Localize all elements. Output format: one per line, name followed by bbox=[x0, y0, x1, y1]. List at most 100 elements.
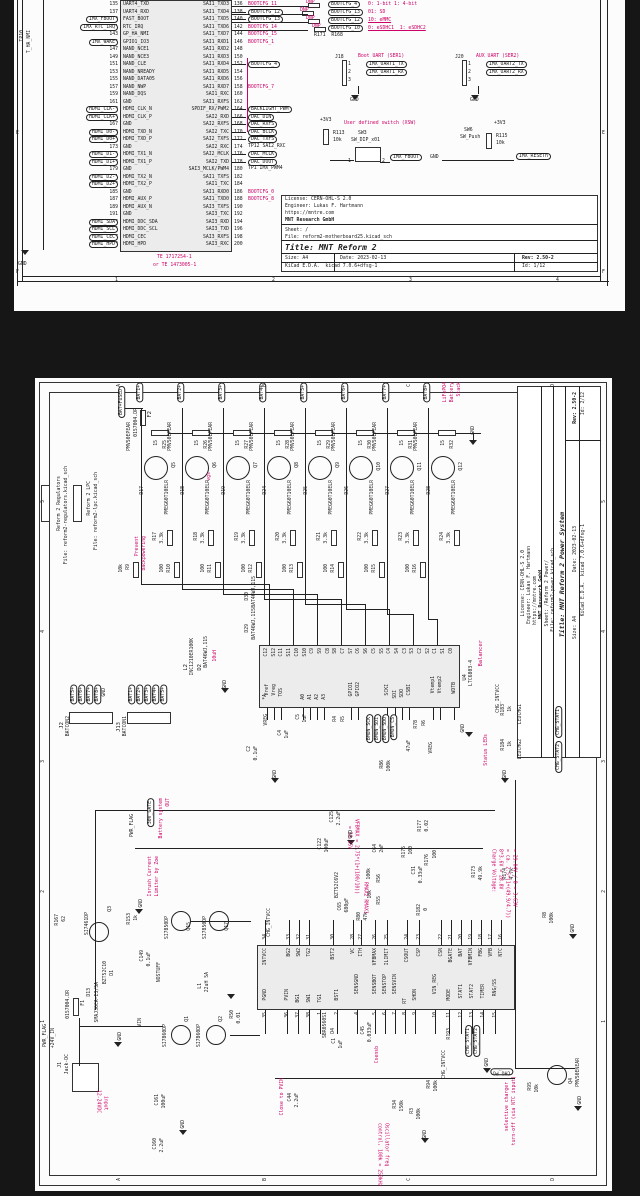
pin-stub bbox=[320, 1010, 321, 1034]
cell-bus-wire bbox=[437, 619, 438, 645]
resistor-value: 10k bbox=[119, 564, 124, 573]
cell-bus-wire bbox=[346, 609, 389, 610]
resistor-outline bbox=[413, 530, 419, 546]
net-label: DAC_TXFS bbox=[248, 136, 278, 144]
schematic-text: MNT Research GmbH bbox=[285, 218, 335, 223]
schematic-text: C65 bbox=[338, 902, 343, 911]
schematic-text: 1 bbox=[41, 1020, 46, 1023]
schematic-text: F1 bbox=[81, 1000, 86, 1006]
resistor-value: 15 bbox=[441, 440, 446, 446]
pin-stub bbox=[281, 708, 282, 720]
component-outline bbox=[323, 129, 329, 145]
wire bbox=[473, 433, 474, 441]
schematic-text: 4 bbox=[41, 630, 46, 633]
pin-name-right: SAI1_RXFS bbox=[203, 99, 229, 105]
ic-pin-name: C12 bbox=[264, 648, 269, 657]
resistor-outline bbox=[233, 430, 251, 436]
schematic-text: BATCON1 bbox=[123, 716, 128, 737]
cell-bus-wire bbox=[141, 584, 269, 585]
mosfet-ref: Q11 bbox=[418, 462, 423, 471]
pin-name-right: SAI2_MCLK bbox=[203, 152, 229, 157]
resistor-ref: R18 bbox=[194, 532, 199, 541]
bootcfg-label: BOOTCFG_11 bbox=[248, 2, 277, 7]
schematic-text: GND bbox=[102, 688, 107, 697]
gnd-symbol bbox=[569, 934, 577, 939]
pin-name-right: SAI1_TXD5 bbox=[203, 17, 229, 22]
pin-number: 150 bbox=[234, 54, 243, 60]
schematic-text: 4 bbox=[556, 278, 559, 283]
ic-pin-name: Vtemp1 bbox=[431, 676, 436, 694]
component-outline bbox=[308, 19, 320, 24]
pin-stub bbox=[451, 920, 452, 945]
net-label: HDMI_SCL bbox=[88, 226, 118, 234]
schematic-text: 0157004.DR bbox=[134, 408, 139, 437]
annotation: Boot UART (SER1) bbox=[358, 54, 405, 59]
net-label: HDMI_CLK- bbox=[86, 106, 118, 114]
pin-name-left: HDMI_TXD_P bbox=[123, 137, 152, 142]
net-label: IMX_UART1_RX bbox=[366, 69, 407, 77]
net-label: BOOTCFG_4 bbox=[328, 1, 360, 9]
diode-part-label: PMEG60T10ELR bbox=[247, 480, 252, 515]
pin-name-right: SAI1_RXD3 bbox=[203, 54, 229, 60]
resistor-value: 3.3k bbox=[201, 532, 206, 544]
schematic-text: VIN bbox=[138, 1018, 143, 1027]
wire bbox=[135, 848, 483, 849]
bootcfg-label: BOOTCFG_8 bbox=[248, 197, 274, 202]
pin-number: 196 bbox=[234, 227, 243, 232]
diode-part-label: PMEG60T10ELR bbox=[206, 480, 211, 515]
pin-stub bbox=[471, 920, 472, 945]
schematic-text: Sheet: / bbox=[285, 228, 309, 233]
ic-pin-name: SW2 bbox=[297, 948, 302, 957]
schematic-text: Q2 bbox=[219, 1016, 224, 1022]
pin-stub bbox=[402, 708, 403, 720]
pin-name-right: SAI1_TXD0 bbox=[203, 197, 229, 202]
pin-number: 167 bbox=[109, 122, 118, 127]
pin-stub bbox=[333, 920, 334, 945]
cell-wire bbox=[264, 408, 265, 599]
schematic-text: C161 bbox=[155, 1094, 160, 1106]
schematic-text: C bbox=[407, 384, 412, 387]
annotation: Stack bbox=[457, 382, 462, 397]
ic-pin-name: CSBI bbox=[407, 684, 412, 696]
schematic-text: 3 bbox=[348, 78, 351, 83]
schematic-text: 1uF bbox=[285, 730, 290, 739]
pin-name-left: HDMI_DDC_SCL bbox=[123, 227, 158, 232]
resistor-ref: R14 bbox=[331, 564, 336, 573]
cell-bus-wire bbox=[293, 589, 294, 645]
net-label: CHG_STAT1 bbox=[465, 1025, 473, 1057]
pin-name-left: NAND_CLE bbox=[123, 62, 147, 67]
ic-body-ltc4020 bbox=[257, 945, 515, 1010]
net-label: CHG_STAT2 bbox=[555, 741, 563, 773]
schematic-text: J1 bbox=[58, 1062, 63, 1068]
resistor-value: 100 bbox=[201, 564, 206, 573]
annotation: Charge Voltage: bbox=[490, 849, 496, 893]
resistor-value: 100 bbox=[160, 564, 165, 573]
mosfet-part-label: PMV50EPEAR bbox=[209, 422, 214, 451]
wire bbox=[358, 86, 359, 94]
annotation: Oscillator freq bbox=[383, 1123, 389, 1167]
pin-stub bbox=[495, 1010, 496, 1034]
pin-number: 151 bbox=[109, 62, 118, 67]
schematic-text: https://mntre.com bbox=[285, 211, 335, 216]
pin-number: 198 bbox=[234, 234, 243, 240]
component-outline bbox=[69, 712, 113, 724]
ic-pin-name: C4 bbox=[387, 648, 393, 654]
diode-part-label: PMEG60T10ELR bbox=[288, 480, 293, 515]
mosfet-symbol bbox=[349, 456, 373, 480]
pin-stub bbox=[358, 708, 359, 720]
ic-pin-name: CSP bbox=[417, 948, 422, 957]
ic-pin-name: CSN bbox=[439, 948, 444, 957]
pin-name-left: HDMI_HPD bbox=[123, 242, 147, 247]
schematic-text: 10k bbox=[535, 1084, 540, 1093]
component-outline bbox=[281, 195, 598, 272]
schematic-text: GND bbox=[471, 426, 476, 435]
resistor-ref: R13 bbox=[290, 564, 295, 573]
schematic-text: D2 bbox=[197, 664, 203, 671]
annotation: backpowering bbox=[142, 536, 147, 571]
annotation: input bbox=[102, 1096, 108, 1111]
annotation: = ca. 2.5*(1+(49.9/4.7)) bbox=[504, 849, 510, 919]
schematic-text: C122 bbox=[318, 838, 323, 850]
schematic-text: 2.2uF bbox=[337, 811, 342, 826]
